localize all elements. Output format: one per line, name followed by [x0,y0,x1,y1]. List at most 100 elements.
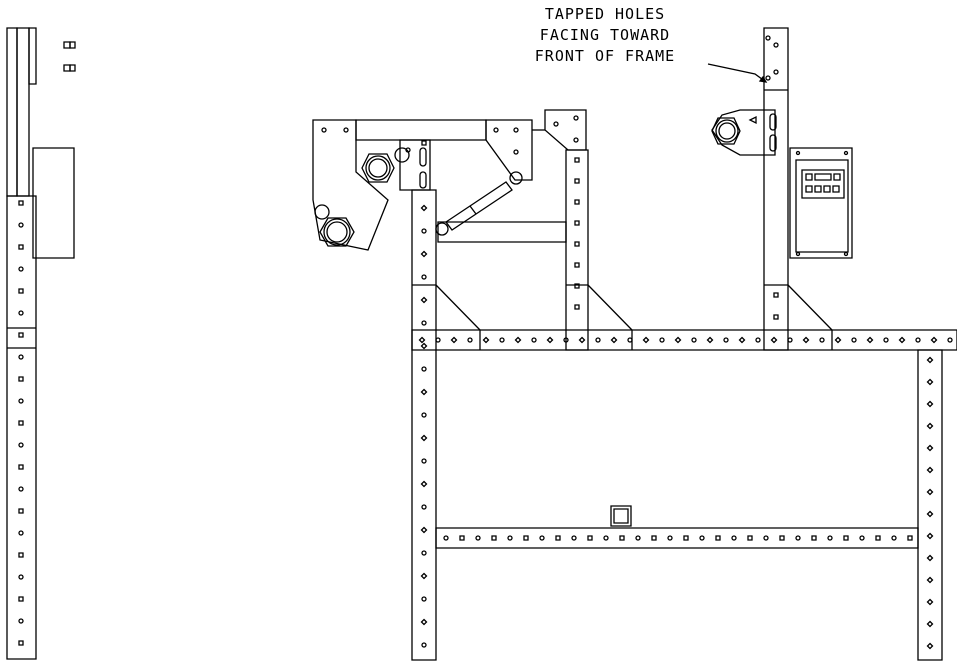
note-line-3: FRONT OF FRAME [534,47,676,65]
bolt-hole-icon [19,443,23,447]
bolt-hole-icon [508,536,512,540]
bolt-hole-icon [836,338,841,343]
bolt-hole-icon [948,338,952,342]
bolt-hole-icon [19,641,23,645]
bolt-hole-icon [900,338,905,343]
top-arm-assembly [313,110,586,250]
bolt-hole-icon [19,245,23,249]
bolt-hole-icon [500,338,504,342]
bolt-hole-icon [532,338,536,342]
bolt-hole-icon [19,465,23,469]
bolt-hole-icon [564,338,568,342]
bolt-hole-icon [676,338,681,343]
bolt-hole-icon [19,619,23,623]
bolt-hole-icon [575,200,579,204]
upper-beam [412,330,957,350]
bolt-hole-icon [574,138,578,142]
bolt-hole-icon [452,338,457,343]
bolt-hole-icon [868,338,873,343]
bolt-hole-icon [716,536,720,540]
bolt-hole-icon [422,505,426,509]
bolt-hole-icon [928,490,933,495]
tapped-holes-note: TAPPED HOLES FACING TOWARD FRONT OF FRAM… [470,4,740,67]
bolt-hole-icon [928,600,933,605]
bolt-hole-icon [406,148,410,152]
bolt-hole-icon [554,122,558,126]
bolt-hole-icon [19,487,23,491]
bolt-hole-icon [19,531,23,535]
bolt-hole-icon [928,446,933,451]
bolt-hole-icon [420,338,425,343]
bolt-hole-icon [422,551,426,555]
display-icon [815,174,831,180]
bolt-hole-icon [19,311,23,315]
bolt-hole-icon [422,528,427,533]
roller-right-icon [712,110,776,155]
bolt-hole-icon [812,536,816,540]
bolt-hole-icon [468,338,472,342]
bolt-hole-icon [19,399,23,403]
bolt-hole-icon [774,43,778,47]
bolt-hole-icon [19,377,23,381]
bolt-hole-icon [422,620,427,625]
controller-housing [790,148,852,258]
side-post-holes [19,201,23,645]
note-line-1: TAPPED HOLES [544,5,666,23]
bolt-hole-icon [494,128,498,132]
bolt-hole-icon [492,536,496,540]
bolt-hole-icon [928,644,933,649]
bolt-hole-icon [660,338,664,342]
bolt-hole-icon [422,229,426,233]
bolt-hole-icon [684,536,688,540]
mid-crossbar [438,222,566,242]
bolt-hole-icon [575,179,579,183]
bolt-hole-icon [780,536,784,540]
front-elevation-view [313,28,957,660]
bolt-icon [64,42,75,71]
frame-holes [322,36,952,649]
bolt-hole-icon [908,536,912,540]
bolt-hole-icon [732,536,736,540]
gusset-middle [588,285,632,330]
bolt-hole-icon [514,128,518,132]
bolt-hole-icon [422,298,427,303]
bolt-hole-icon [524,536,528,540]
bolt-hole-icon [774,293,778,297]
bolt-hole-icon [422,344,427,349]
gusset-left [436,285,480,330]
bolt-hole-icon [644,338,649,343]
bolt-hole-icon [852,338,856,342]
side-elevation-view [7,28,75,659]
bolt-hole-icon [928,534,933,539]
note-line-2: FACING TOWARD [539,26,671,44]
bolt-hole-icon [422,436,427,441]
bolt-hole-icon [575,263,579,267]
bolt-hole-icon [774,315,778,319]
bolt-hole-icon [322,128,326,132]
bolt-hole-icon [19,575,23,579]
arm-bracket [486,120,532,180]
bolt-hole-icon [19,333,23,337]
sensor-block [611,506,631,526]
bolt-hole-icon [19,553,23,557]
controller-panel [802,170,844,198]
bolt-hole-icon [19,267,23,271]
slot-icon [420,148,426,188]
control-box-keypad-display [790,148,852,258]
bolt-hole-icon [516,338,521,343]
bolt-hole-icon [575,242,579,246]
bolt-hole-icon [724,338,728,342]
bolt-hole-icon [788,338,792,342]
bolt-hole-icon [422,252,427,257]
bolt-hole-icon [19,223,23,227]
bolt-hole-icon [860,536,864,540]
bolt-hole-icon [19,509,23,513]
bolt-hole-icon [928,380,933,385]
bolt-hole-icon [575,221,579,225]
bolt-hole-icon [19,421,23,425]
bolt-hole-icon [422,597,426,601]
bolt-hole-icon [766,76,770,80]
side-plate-outer [7,28,17,196]
bolt-hole-icon [628,338,632,342]
